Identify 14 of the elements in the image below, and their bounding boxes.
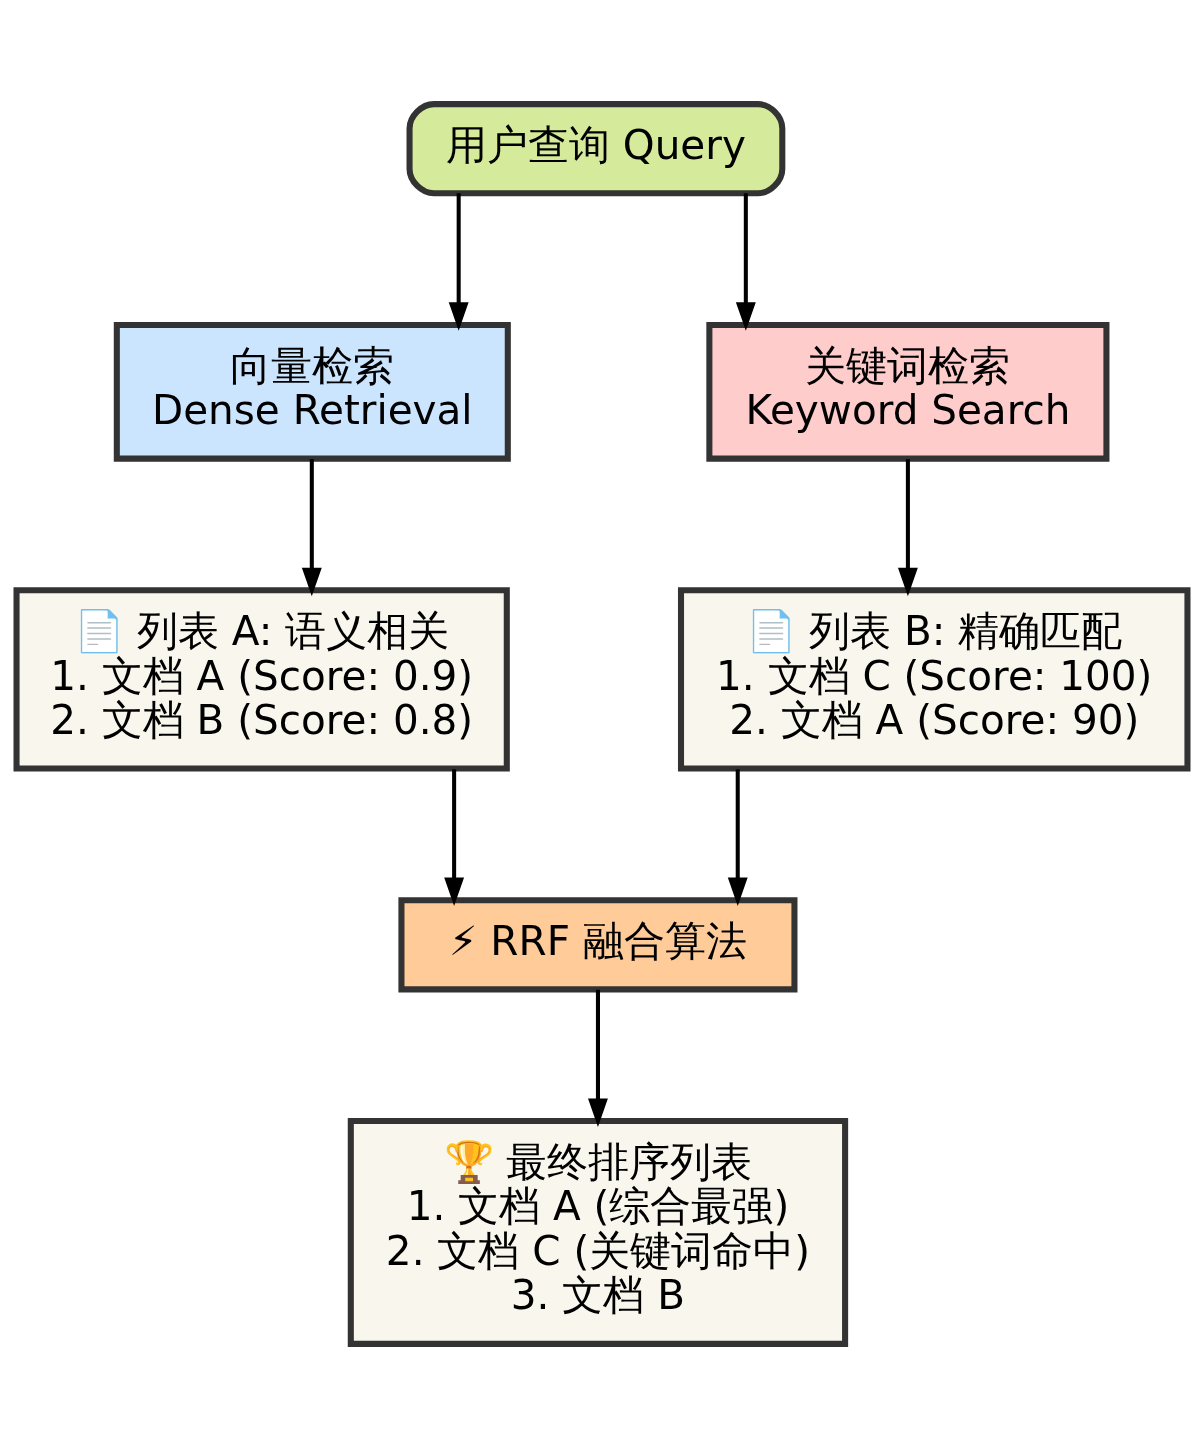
arrow [897,459,918,597]
node-box: 📄 列表 A: 语义相关 1. 文档 A (Score: 0.9) 2. 文档 B (Score: 0.8) [13,587,510,772]
arrow [588,989,608,1127]
node-box: ⚡ RRF 融合算法 [398,897,798,993]
arrow [735,193,756,331]
arrow [301,459,322,597]
arrow [448,193,469,331]
node-box: 关键词检索 Keyword Search [706,321,1110,462]
node-box: 用户查询 Query [406,101,786,197]
arrow [444,769,465,906]
node-box: 🏆 最终排序列表 1. 文档 A (综合最强) 2. 文档 C (关键词命中) 3. 文档 B [347,1118,849,1347]
node-box: 📄 列表 B: 精确匹配 1. 文档 C (Score: 100) 2. 文档 A (Score: 90) [677,587,1191,772]
arrow [727,769,748,906]
node-box: 向量检索 Dense Retrieval [113,321,511,462]
